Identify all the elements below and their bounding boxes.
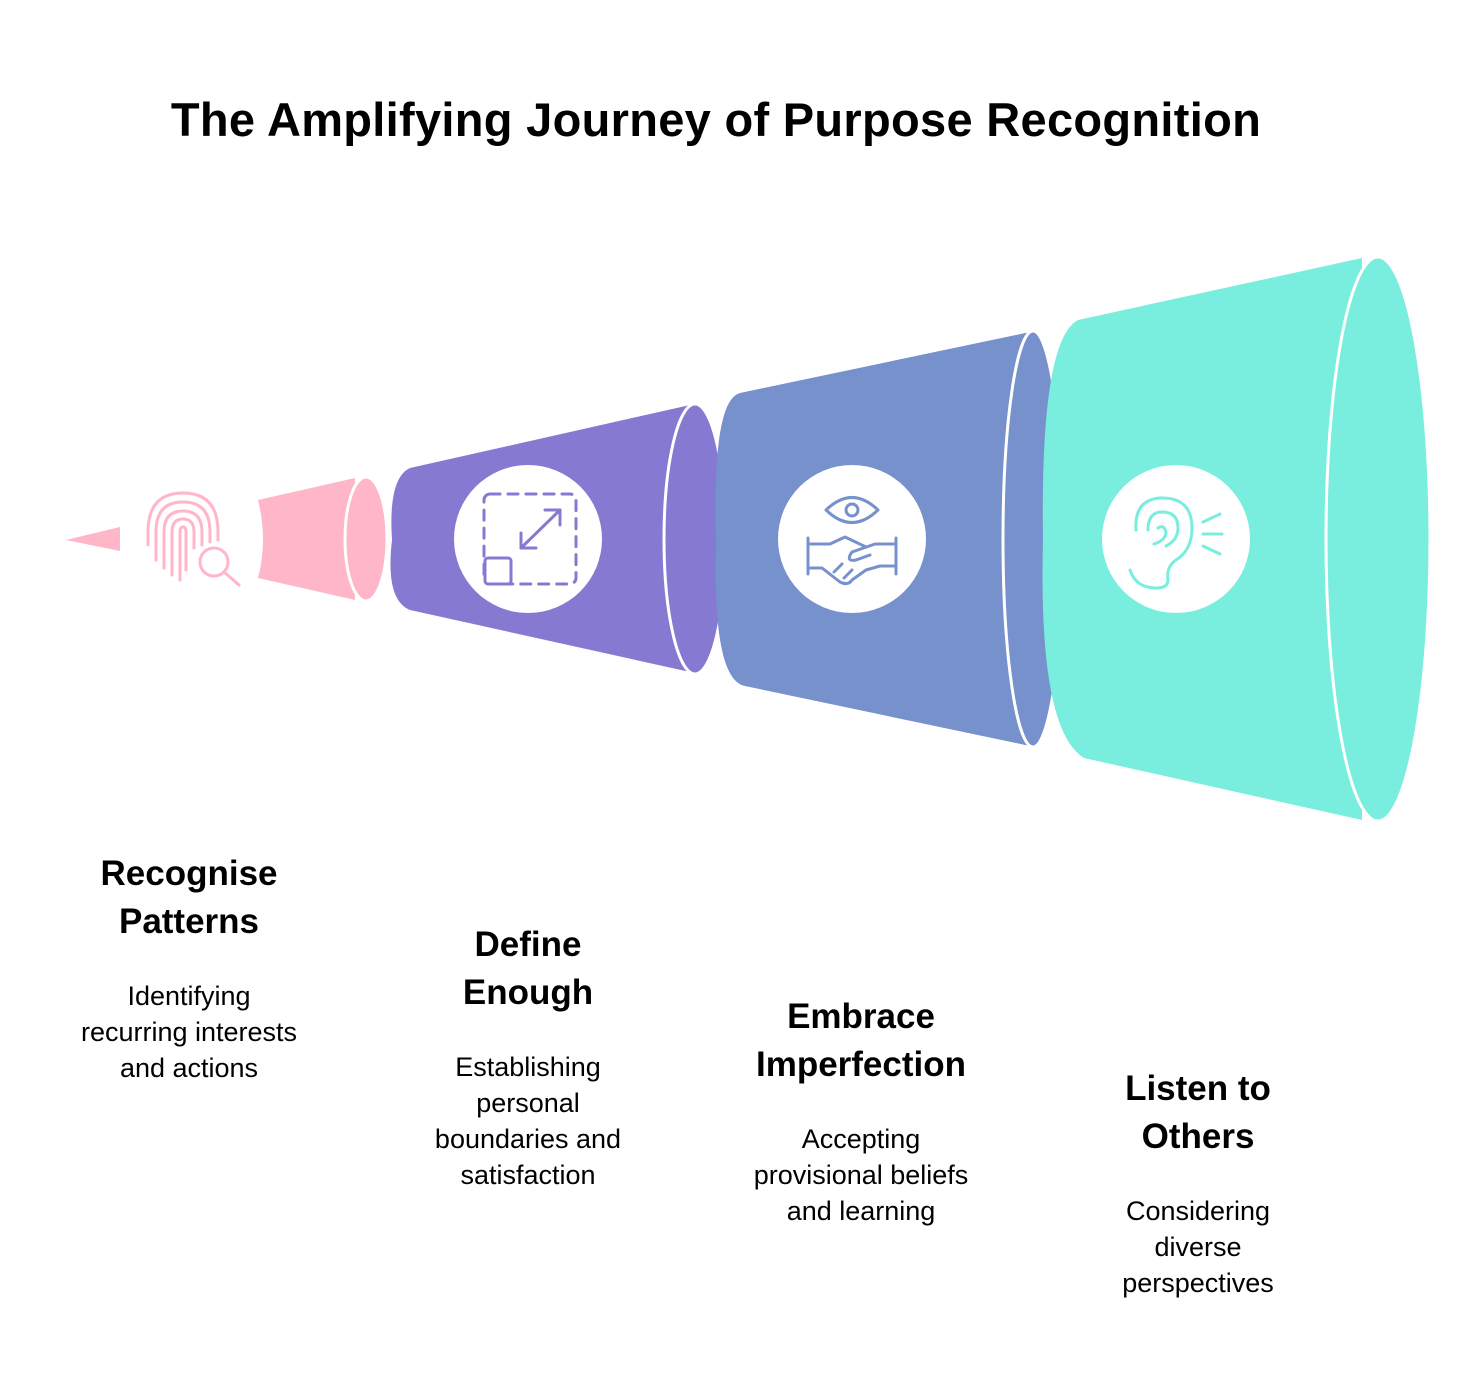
segment-embrace-imperfection [715,329,1065,749]
step-description-line: Identifying [127,981,251,1011]
step-recognise-patterns: Recognise Patterns Identifying recurring… [36,850,342,1086]
segment-recognise-patterns [66,475,389,603]
step-heading-line: Enough [462,973,594,1012]
step-heading-line: Patterns [118,902,260,941]
step-define-enough: Define Enough Establishing personal boun… [378,921,678,1193]
step-heading: Define Enough [378,921,678,1017]
step-description-line: Establishing [455,1052,601,1082]
step-heading-line: Others [1141,1117,1255,1156]
step-listen-to-others: Listen to Others Considering diverse per… [1048,1065,1348,1301]
step-heading-line: Define [474,925,582,964]
step-heading: Listen to Others [1048,1065,1348,1161]
icon-circle-2 [454,465,602,613]
step-description-line: Considering [1125,1196,1271,1226]
segment-1-tip [66,527,120,551]
ear-listening-icon [1128,496,1224,590]
step-description: Accepting provisional beliefs and learni… [706,1121,1016,1229]
page-title: The Amplifying Journey of Purpose Recogn… [170,93,1262,146]
step-description: Identifying recurring interests and acti… [36,978,342,1086]
segment-1-cone [258,478,355,600]
segment-listen-to-others [1042,255,1432,823]
step-description-line: Accepting [801,1124,921,1154]
step-heading-line: Recognise [100,854,278,893]
resize-expand-icon [482,492,578,586]
segment-1-rim [343,475,389,603]
step-heading-line: Embrace [787,997,935,1036]
step-heading: Recognise Patterns [36,850,342,946]
step-description-line: recurring interests [80,1017,298,1047]
step-description-line: perspectives [1122,1268,1274,1298]
step-embrace-imperfection: Embrace Imperfection Accepting provision… [706,993,1016,1229]
step-description: Considering diverse perspectives [1048,1193,1348,1301]
eye-handshake-icon [806,496,898,586]
segment-define-enough [390,402,728,676]
step-description-line: and actions [119,1053,259,1083]
step-heading-line: Imperfection [755,1045,967,1084]
step-description: Establishing personal boundaries and sat… [378,1049,678,1193]
step-heading: Embrace Imperfection [706,993,1016,1089]
step-description-line: diverse [1154,1232,1242,1262]
step-description-line: boundaries and [434,1124,622,1154]
segment-4-rim [1324,255,1432,823]
step-description-line: provisional beliefs [753,1160,969,1190]
step-description-line: and learning [786,1196,936,1226]
step-description-line: satisfaction [460,1160,596,1190]
step-heading-line: Listen to [1125,1069,1271,1108]
fingerprint-search-icon [146,491,241,587]
step-description-line: personal [476,1088,580,1118]
